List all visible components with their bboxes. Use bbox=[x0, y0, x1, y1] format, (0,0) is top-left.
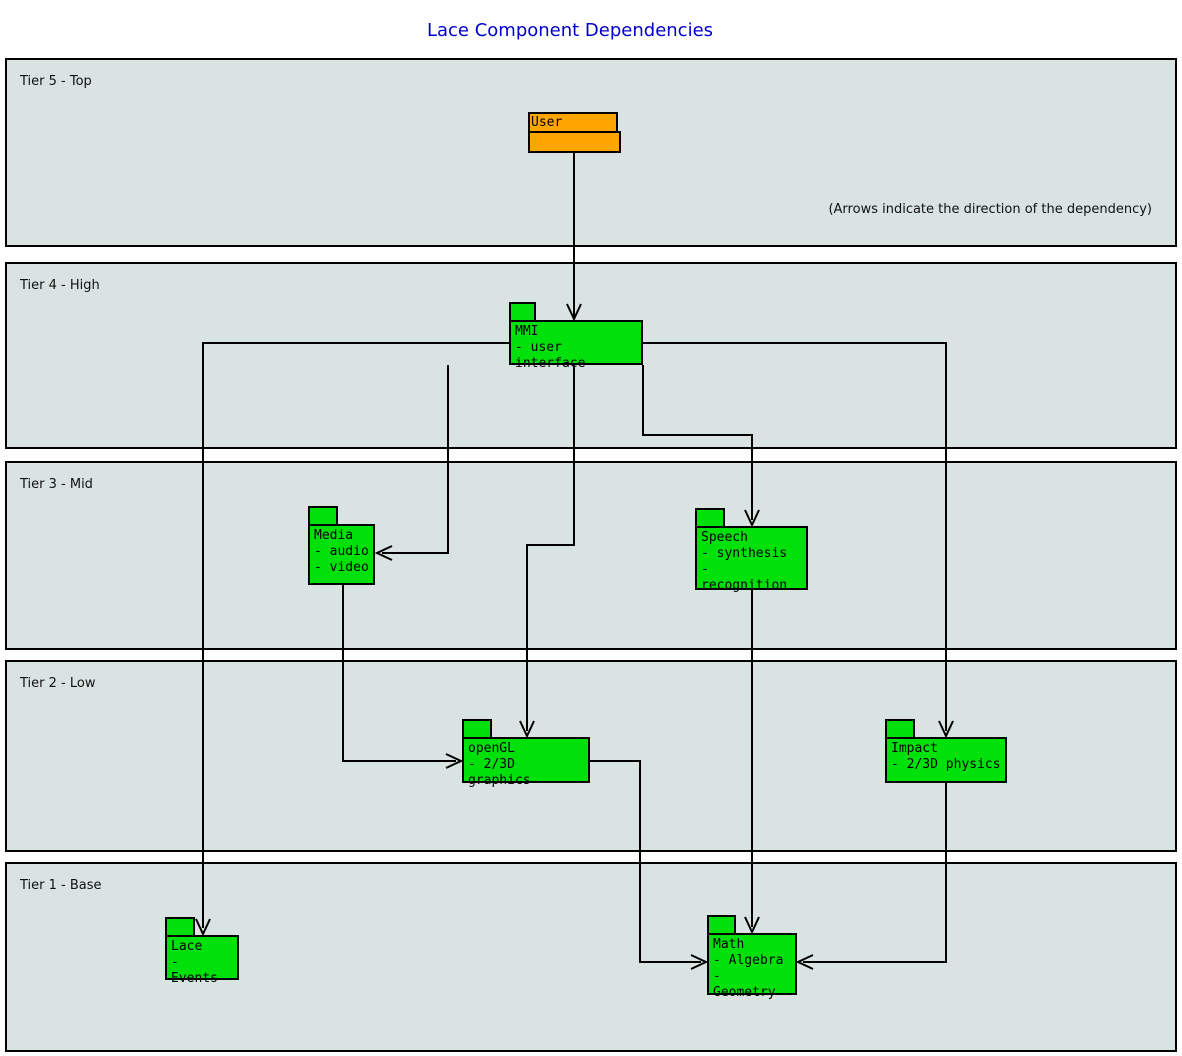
arrowhead-icon bbox=[744, 509, 760, 528]
component-math-line: - Geometry bbox=[713, 969, 776, 1000]
arrowhead-icon bbox=[690, 954, 709, 970]
component-impact: Impact - 2/3D physics bbox=[885, 719, 1007, 783]
edge-impact-math bbox=[795, 783, 947, 970]
component-opengl-line: - 2/3D graphics bbox=[468, 757, 531, 788]
tier-label-1: Tier 1 - Base bbox=[20, 878, 102, 893]
component-mmi-title: MMI bbox=[515, 324, 539, 339]
component-math-title: Math bbox=[713, 937, 745, 952]
edge-mmi-lace bbox=[195, 342, 509, 937]
folder-tab-icon bbox=[695, 508, 725, 528]
component-impact-line: - 2/3D physics bbox=[891, 757, 1001, 772]
component-speech: Speech - synthesis - recognition bbox=[695, 508, 808, 593]
tier-label-4: Tier 4 - High bbox=[20, 278, 100, 293]
component-user-applet: User Applet bbox=[528, 112, 621, 153]
folder-tab-icon bbox=[885, 719, 915, 739]
edge-mmi-opengl bbox=[519, 365, 575, 739]
edge-media-opengl bbox=[342, 585, 464, 769]
edge-mmi-media bbox=[374, 365, 449, 561]
arrowhead-icon bbox=[519, 720, 535, 739]
edge-opengl-math bbox=[590, 760, 709, 970]
component-media-line: - audio bbox=[314, 544, 369, 559]
arrowhead-icon bbox=[938, 720, 954, 739]
arrowhead-icon bbox=[374, 545, 393, 561]
arrowhead-icon bbox=[195, 918, 211, 937]
component-math: Math - Algebra - Geometry bbox=[707, 915, 797, 1000]
component-impact-title: Impact bbox=[891, 741, 938, 756]
component-lace: Lace - Events bbox=[165, 917, 239, 986]
component-media-line: - video bbox=[314, 560, 369, 575]
component-user-applet-body bbox=[528, 131, 621, 153]
component-mmi-line: - user interface bbox=[515, 340, 586, 371]
tier-band-3: Tier 3 - Mid bbox=[5, 461, 1177, 650]
component-opengl-title: openGL bbox=[468, 741, 515, 756]
folder-tab-icon bbox=[308, 506, 338, 526]
component-media: Media - audio - video bbox=[308, 506, 375, 585]
component-speech-line: - synthesis bbox=[701, 546, 788, 561]
component-mmi: MMI - user interface bbox=[509, 302, 643, 371]
component-speech-line: - recognition bbox=[701, 562, 788, 593]
tier-band-2: Tier 2 - Low bbox=[5, 660, 1177, 852]
diagram-title: Lace Component Dependencies bbox=[426, 20, 714, 41]
arrowhead-icon bbox=[744, 916, 760, 935]
component-opengl: openGL - 2/3D graphics bbox=[462, 719, 590, 788]
edge-userapplet-mmi bbox=[566, 153, 582, 322]
component-media-title: Media bbox=[314, 528, 354, 543]
folder-tab-icon bbox=[509, 302, 536, 322]
tier-label-3: Tier 3 - Mid bbox=[20, 477, 93, 492]
folder-tab-icon bbox=[707, 915, 736, 935]
tier-label-2: Tier 2 - Low bbox=[20, 676, 96, 691]
folder-tab-icon bbox=[462, 719, 492, 739]
arrowhead-icon bbox=[795, 954, 814, 970]
edge-speech-math bbox=[744, 590, 760, 935]
tier-label-5: Tier 5 - Top bbox=[20, 74, 92, 89]
component-user-applet-title: User Applet bbox=[528, 112, 618, 146]
component-speech-title: Speech bbox=[701, 530, 748, 545]
component-math-line: - Algebra bbox=[713, 953, 784, 968]
arrow-direction-note: (Arrows indicate the direction of the de… bbox=[828, 202, 1152, 217]
arrowhead-icon bbox=[445, 753, 464, 769]
component-lace-title: Lace bbox=[171, 939, 203, 954]
edge-mmi-impact bbox=[643, 342, 954, 739]
component-lace-line: - Events bbox=[171, 955, 218, 986]
arrowhead-icon bbox=[566, 303, 582, 322]
folder-tab-icon bbox=[165, 917, 195, 937]
edge-mmi-speech bbox=[642, 365, 760, 528]
